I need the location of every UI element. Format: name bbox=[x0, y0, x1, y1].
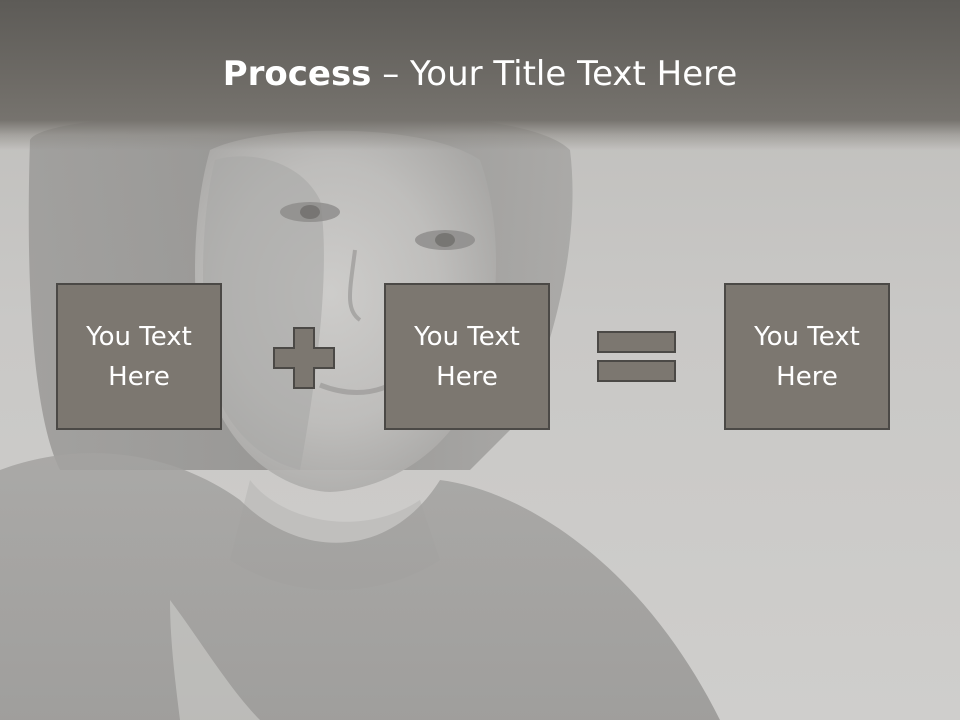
slide-title[interactable]: Process – Your Title Text Here bbox=[0, 52, 960, 96]
equals-icon bbox=[597, 331, 676, 382]
title-rest: – Your Title Text Here bbox=[371, 54, 738, 94]
process-box-3-label: You Text Here bbox=[754, 321, 860, 392]
process-box-2[interactable]: You Text Here bbox=[384, 283, 550, 430]
process-box-3[interactable]: You Text Here bbox=[724, 283, 890, 430]
title-bold-part: Process bbox=[222, 54, 372, 94]
process-box-1[interactable]: You Text Here bbox=[56, 283, 222, 430]
process-box-1-label: You Text Here bbox=[86, 321, 192, 392]
title-band bbox=[0, 0, 960, 150]
process-box-2-label: You Text Here bbox=[414, 321, 520, 392]
plus-icon bbox=[273, 327, 335, 389]
